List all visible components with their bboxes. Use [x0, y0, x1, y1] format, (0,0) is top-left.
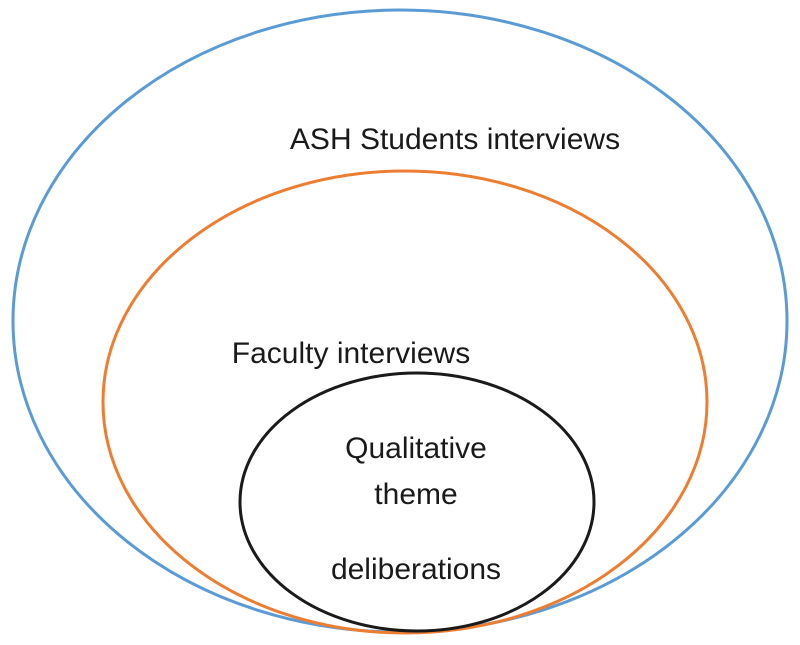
middle-ellipse-faculty [101, 169, 709, 635]
outer-ellipse-ash-students [11, 8, 789, 634]
inner-ellipse-label-line1: Qualitative [345, 432, 487, 465]
inner-ellipse-label-line2: theme [374, 478, 457, 511]
outer-ellipse-label: ASH Students interviews [290, 123, 620, 156]
middle-ellipse-label: Faculty interviews [232, 337, 470, 370]
inner-ellipse-label-line3: deliberations [331, 553, 501, 586]
inner-ellipse-qualitative [238, 371, 596, 633]
